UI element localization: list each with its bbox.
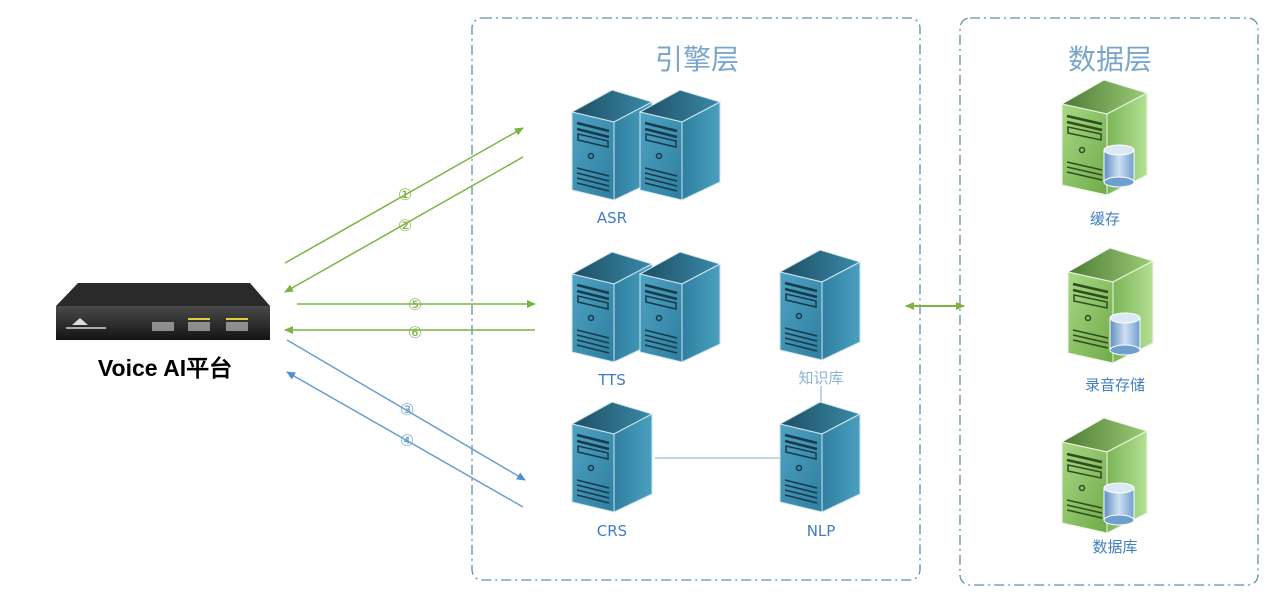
flow-label-4: ④	[400, 431, 414, 450]
flow-label-2: ②	[398, 216, 412, 235]
platform-label: Voice AI平台	[98, 355, 232, 381]
nlp-server-icon	[778, 400, 862, 514]
database-server-icon	[1060, 416, 1149, 535]
flow-label-5: ⑤	[408, 295, 422, 314]
crs-server-icon	[570, 400, 654, 514]
engine-layer-box	[471, 17, 921, 581]
database-label: 数据库	[1092, 538, 1137, 556]
flow-label-3: ③	[400, 400, 414, 419]
flow-label-6: ⑥	[408, 323, 422, 342]
crs-label: CRS	[597, 522, 627, 540]
knowledge-base-server-icon	[778, 248, 862, 362]
nlp-label: NLP	[807, 522, 836, 540]
voice-ai-platform-device	[56, 283, 270, 340]
recording-storage-server-icon	[1066, 246, 1155, 365]
flow-arrow-4	[286, 371, 524, 508]
flow-label-1: ①	[398, 185, 412, 204]
recording-storage-label: 录音存储	[1085, 376, 1145, 394]
data-layer-title: 数据层	[1068, 43, 1152, 76]
flow-arrow-3	[286, 339, 526, 481]
flow-arrow-1	[284, 127, 524, 264]
cache-label: 缓存	[1090, 210, 1120, 228]
knowledge-base-label: 知识库	[798, 369, 843, 387]
flow-arrow-2	[284, 156, 524, 293]
asr-label: ASR	[597, 209, 627, 227]
data-layer-box	[959, 17, 1259, 586]
tts-label: TTS	[597, 371, 626, 389]
engine-layer-title: 引擎层	[655, 43, 739, 76]
asr-server-icon	[638, 88, 722, 202]
tts-server-icon	[638, 250, 722, 364]
cache-server-icon	[1060, 78, 1149, 197]
